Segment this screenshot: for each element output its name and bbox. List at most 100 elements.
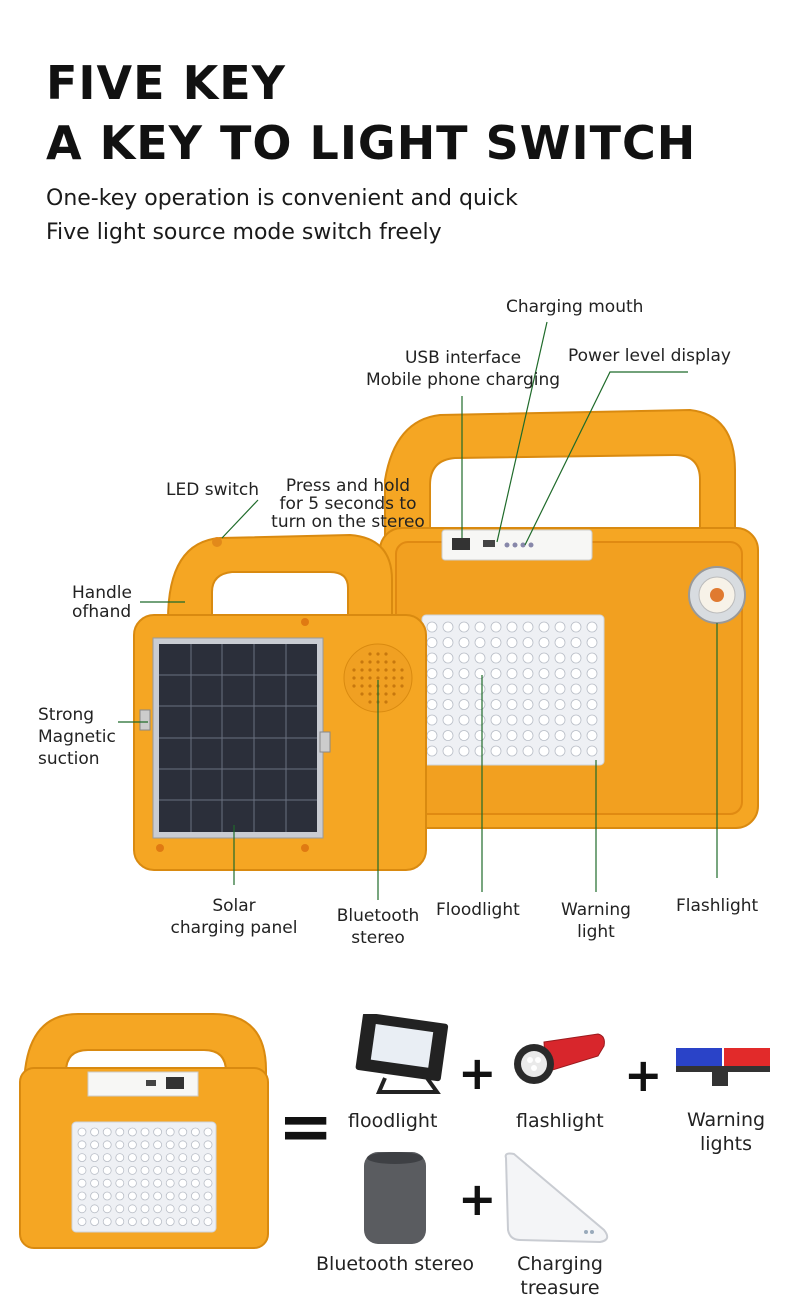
led-dot — [426, 683, 438, 695]
led-dot — [570, 637, 582, 648]
led-dot — [474, 668, 486, 679]
led-dot — [190, 1191, 200, 1201]
led-dot — [538, 745, 550, 757]
led-dot — [538, 730, 550, 741]
label-charging-mouth: Charging mouth — [506, 297, 644, 317]
led-dot — [165, 1191, 175, 1201]
led-dot — [538, 652, 550, 664]
speaker-hole — [384, 660, 388, 664]
speaker-hole — [384, 668, 388, 672]
led-dot — [203, 1191, 213, 1201]
led-dot — [178, 1204, 188, 1214]
speaker-icon — [364, 1152, 426, 1244]
speaker-hole — [400, 676, 404, 680]
led-dot — [506, 745, 518, 757]
led-dot — [554, 745, 566, 757]
led-dot — [128, 1191, 137, 1201]
led-dot — [153, 1127, 163, 1137]
led-dot — [522, 652, 534, 664]
page-title-line2: A KEY TO LIGHT SWITCH — [46, 116, 697, 170]
led-dot — [458, 637, 470, 648]
led-dot — [203, 1178, 213, 1188]
led-dot — [586, 745, 598, 757]
led-dot — [426, 714, 438, 726]
led-dot — [178, 1165, 188, 1175]
led-dot — [554, 714, 566, 726]
speaker-hole — [392, 676, 396, 680]
item-floodlight: floodlight — [348, 1110, 438, 1132]
led-dot — [90, 1191, 99, 1201]
led-dot — [178, 1178, 188, 1188]
led-dot — [506, 730, 518, 741]
led-dot — [90, 1178, 99, 1188]
led-dot — [140, 1217, 150, 1227]
led-dot — [458, 621, 470, 633]
led-dot — [442, 668, 454, 679]
label-led-switch: LED switch — [166, 480, 259, 500]
led-dot — [128, 1140, 137, 1150]
led-dot — [102, 1217, 112, 1227]
warning-lights-icon — [676, 1048, 770, 1086]
led-dot — [538, 621, 550, 633]
led-dot — [458, 714, 470, 726]
speaker-hole — [360, 660, 364, 664]
speaker-hole — [360, 668, 364, 672]
led-dot — [115, 1204, 125, 1214]
speaker-hole — [368, 684, 372, 688]
led-dot — [140, 1127, 150, 1137]
led-dot — [90, 1204, 99, 1214]
product-illustration — [118, 321, 759, 900]
led-dot — [140, 1191, 150, 1201]
led-dot — [522, 699, 534, 710]
led-dot — [165, 1127, 175, 1137]
led-dot — [506, 621, 518, 633]
plus-sign-1: + — [458, 1046, 497, 1100]
speaker-hole — [360, 676, 364, 680]
led-dot — [128, 1178, 137, 1188]
speaker-hole — [384, 676, 388, 680]
label-usb-interface: USB interface Mobile phone charging — [365, 348, 561, 390]
led-dot — [586, 714, 598, 726]
led-dot — [115, 1153, 125, 1163]
led-dot — [490, 637, 502, 648]
led-dot — [474, 699, 486, 710]
led-dot — [442, 683, 454, 695]
led-dot — [490, 699, 502, 710]
led-dot — [458, 683, 470, 695]
led-dot — [190, 1140, 200, 1150]
label-power-level: Power level display — [568, 346, 731, 366]
led-dot — [102, 1140, 112, 1150]
led-dot — [458, 668, 470, 679]
led-dot — [178, 1191, 188, 1201]
label-solar-panel: Solar charging panel — [170, 896, 298, 938]
led-dot — [190, 1204, 200, 1214]
led-dot — [586, 621, 598, 633]
led-dot — [90, 1127, 99, 1137]
plus-sign-3: + — [458, 1172, 497, 1226]
led-dot — [538, 668, 550, 679]
led-dot — [570, 745, 582, 757]
led-dot — [153, 1217, 163, 1227]
led-dot — [426, 699, 438, 710]
led-dot — [203, 1217, 213, 1227]
label-press-hold: Press and hold for 5 seconds to turn on … — [271, 476, 425, 532]
led-dot — [140, 1178, 150, 1188]
led-dot — [506, 668, 518, 679]
led-dot — [538, 683, 550, 695]
led-dot — [128, 1204, 137, 1214]
speaker-hole — [376, 668, 380, 672]
led-dot — [426, 652, 438, 664]
led-dot — [442, 637, 454, 648]
led-dot — [153, 1153, 163, 1163]
led-dot — [77, 1127, 87, 1137]
speaker-hole — [392, 684, 396, 688]
led-dot — [474, 714, 486, 726]
led-dot — [102, 1153, 112, 1163]
led-dot — [522, 637, 534, 648]
led-dot — [178, 1140, 188, 1150]
led-dot — [458, 730, 470, 741]
led-dot — [203, 1204, 213, 1214]
led-dot — [190, 1178, 200, 1188]
led-dot — [77, 1217, 87, 1227]
led-dot — [570, 621, 582, 633]
